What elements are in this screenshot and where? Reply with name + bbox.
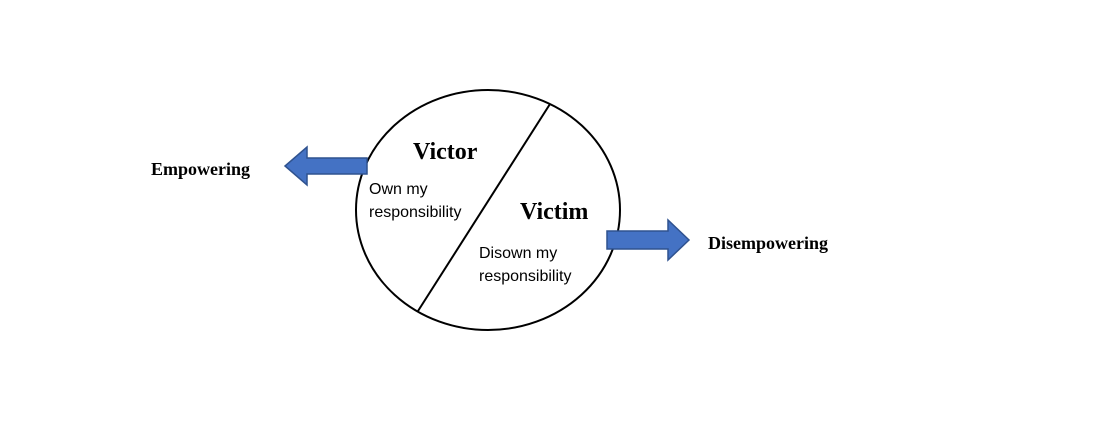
victor-text-line1: Own my [369,181,428,198]
disempowering-label: Disempowering [708,233,828,253]
victim-text-line2: responsibility [479,268,571,285]
victim-text-line1: Disown my [479,245,557,262]
victor-text-line2: responsibility [369,204,461,221]
left-arrow-icon [283,145,368,187]
divider-line [417,103,551,312]
right-arrow-icon [606,218,691,262]
empowering-label: Empowering [151,159,250,179]
victor-title: Victor [413,139,478,165]
victim-title: Victim [520,199,588,225]
mindset-circle [355,89,621,331]
